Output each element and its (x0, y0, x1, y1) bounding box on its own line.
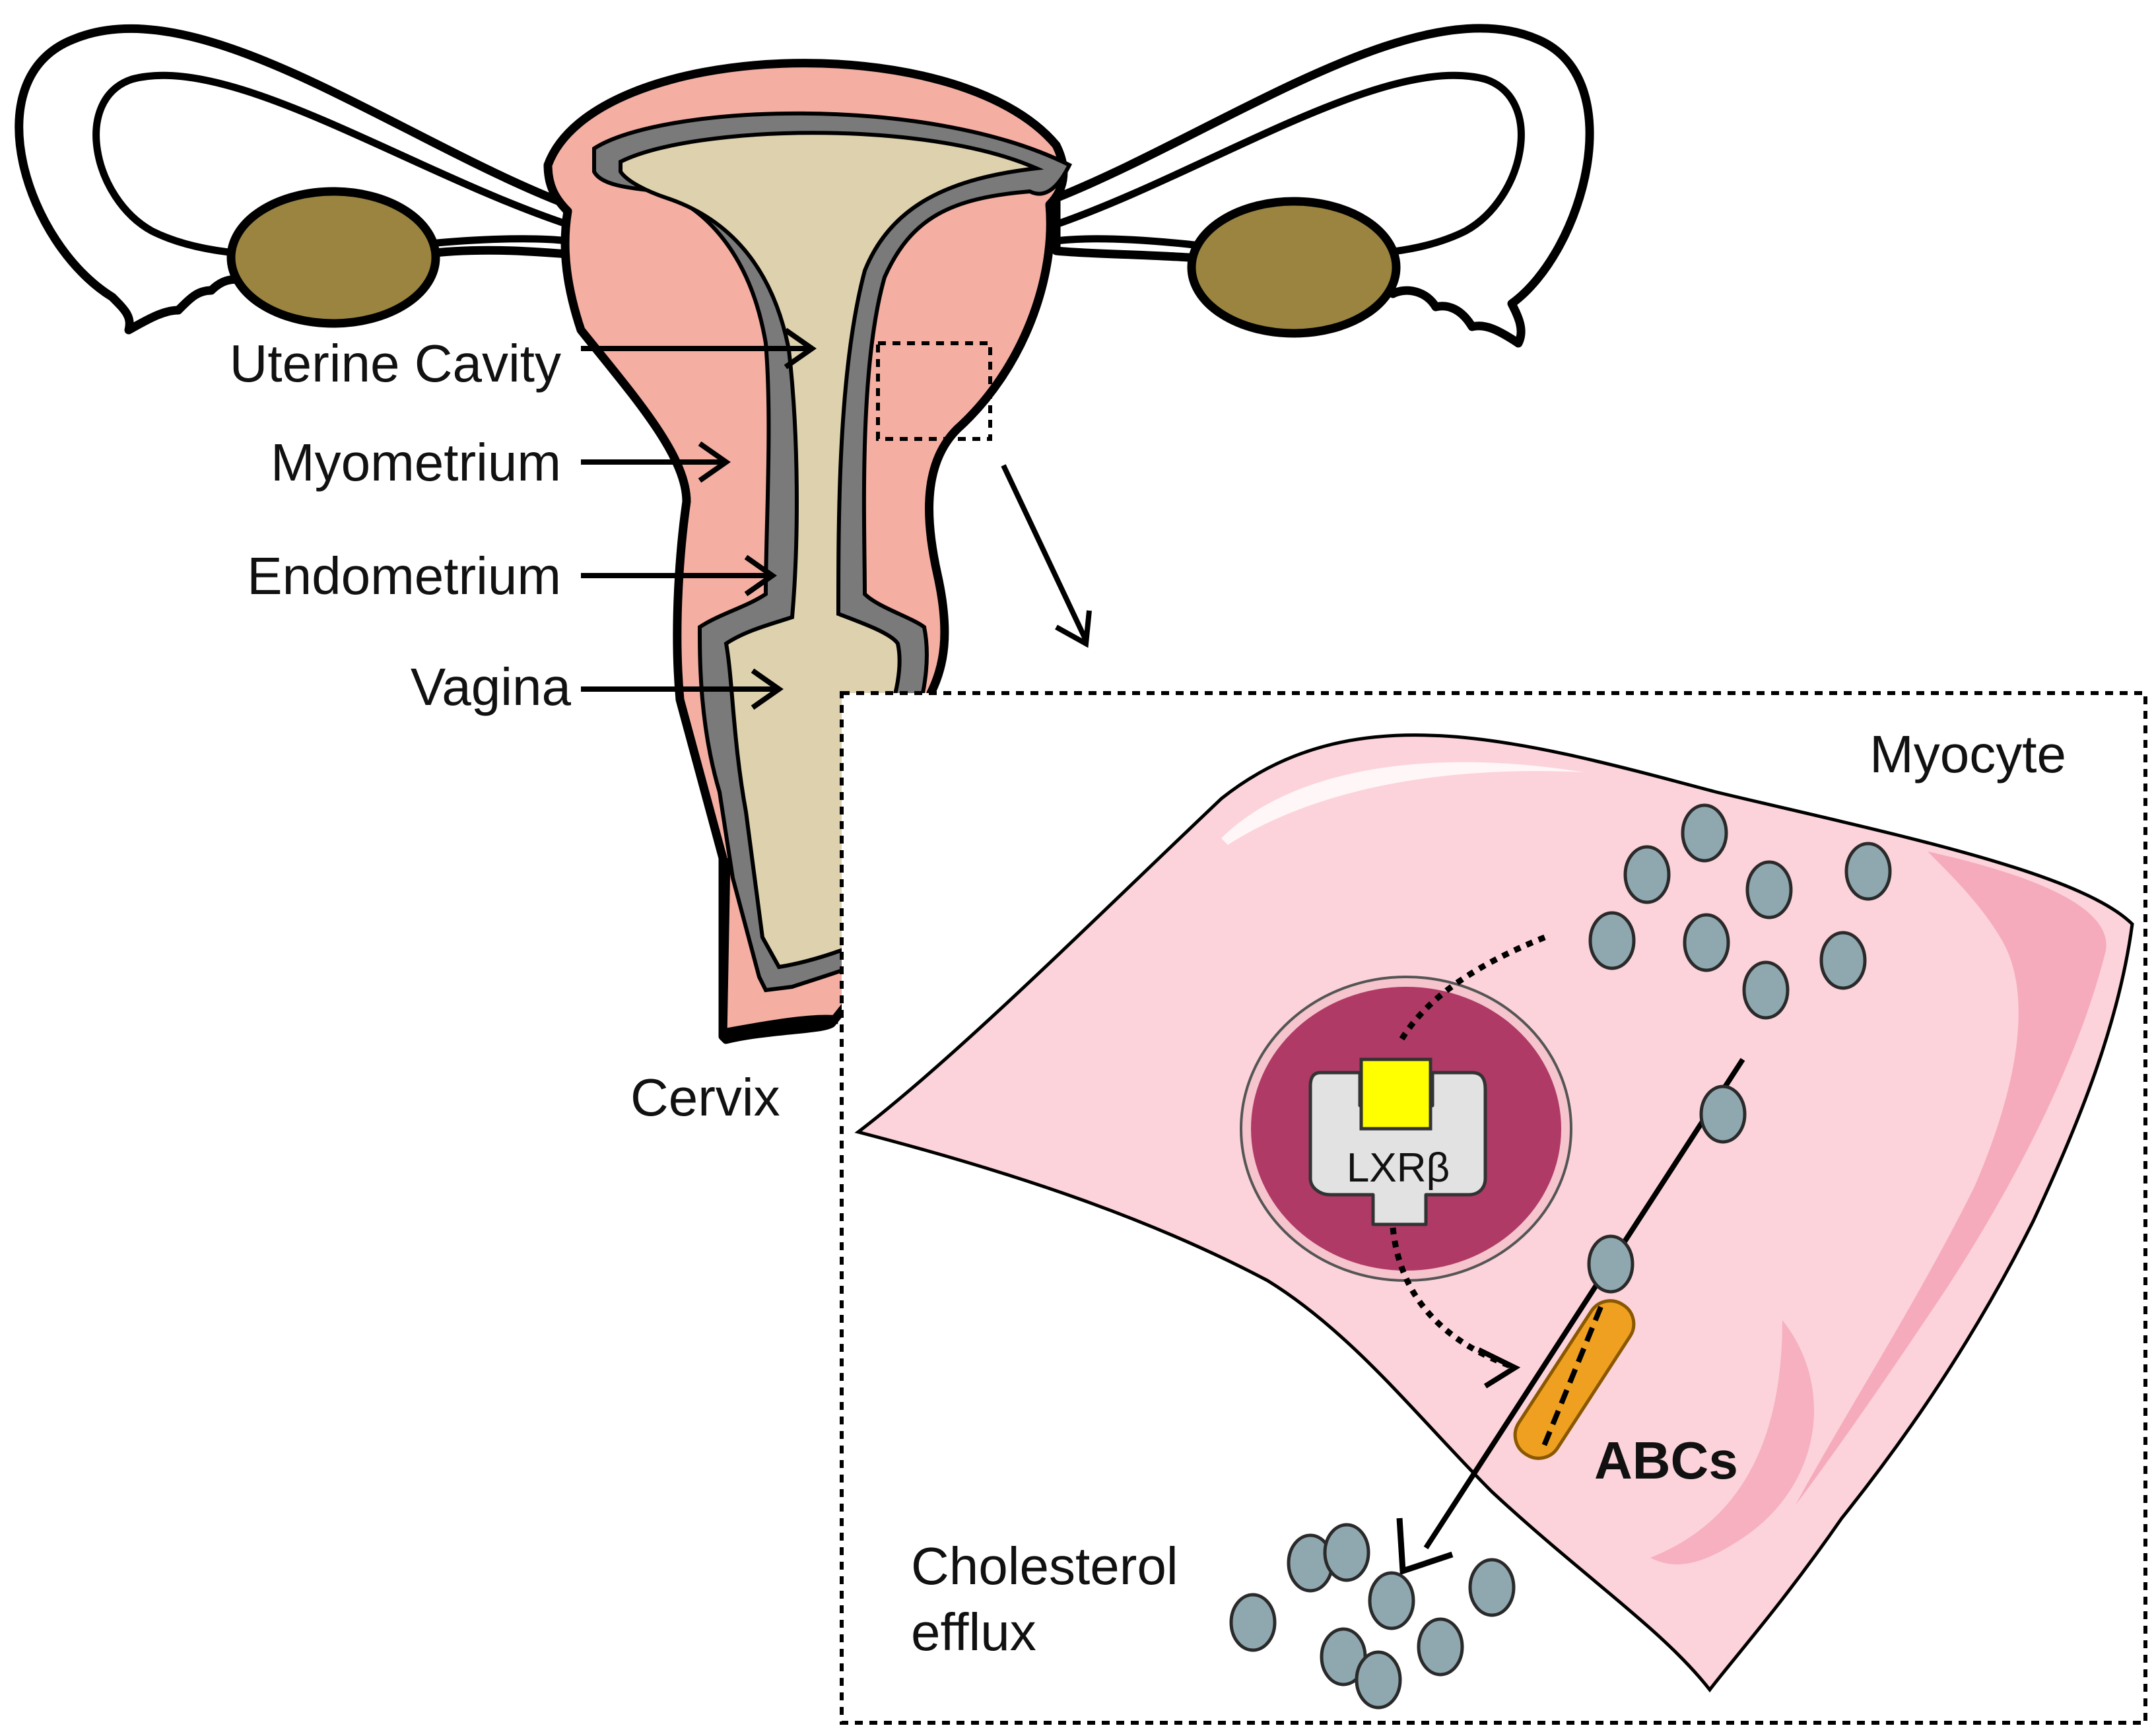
cholesterol-molecule (1819, 931, 1867, 990)
cholesterol-molecule (1587, 1234, 1634, 1294)
cervix-outline (718, 857, 839, 1038)
cholesterol-molecules (1229, 803, 1892, 1710)
cholesterol-molecule (1417, 1617, 1464, 1677)
label-efflux: efflux (911, 1603, 1036, 1661)
ligand-square (1359, 1057, 1432, 1131)
abc-transporter-channel (1513, 1299, 1636, 1460)
cholesterol-molecule (1229, 1593, 1277, 1652)
cholesterol-molecule (1681, 803, 1728, 863)
cholesterol-molecule (1355, 1650, 1402, 1710)
right-tube-lumen (1055, 71, 1525, 259)
label-uterine-cavity: Uterine Cavity (230, 334, 561, 393)
zoom-arrow (1001, 464, 1092, 648)
lxr-receptor: LXRβ (1308, 1057, 1487, 1226)
label-cervix: Cervix (630, 1068, 780, 1127)
label-cholesterol: Cholesterol (911, 1537, 1178, 1595)
abc-transporter-dash (1539, 1306, 1603, 1453)
lxr-receptor-label: LXRβ (1347, 1145, 1450, 1191)
lxr-receptor-shape (1308, 1071, 1487, 1226)
cholesterol-molecule (1745, 860, 1793, 919)
uterus-label-arrows (581, 327, 817, 710)
cholesterol-molecule (1742, 960, 1790, 1020)
myocyte-fold-highlight (1796, 851, 2106, 1505)
left-ovary (226, 187, 440, 328)
label-vagina: Vagina (411, 657, 572, 716)
efflux-path-line (1423, 1057, 1745, 1550)
cholesterol-molecule (1683, 913, 1730, 972)
activation-arrowhead (1477, 1347, 1521, 1389)
abc-transporter (1513, 1299, 1636, 1460)
zoom-region-box (876, 341, 992, 441)
dotted-uptake-arrow (1397, 934, 1546, 1045)
efflux-arrowhead (1396, 1517, 1454, 1576)
label-myocyte: Myocyte (1870, 725, 2066, 784)
cholesterol-molecule (1368, 1571, 1415, 1630)
myocyte-shine (1221, 762, 1584, 845)
label-abc-transporters: ABCs (1594, 1431, 1738, 1490)
cholesterol-molecule (1623, 845, 1671, 904)
cholesterol-molecule (1468, 1558, 1516, 1617)
label-myometrium: Myometrium (271, 433, 561, 492)
cholesterol-molecule (1844, 842, 1892, 901)
cholesterol-molecule (1588, 911, 1636, 970)
label-endometrium: Endometrium (247, 547, 561, 605)
cholesterol-molecule (1323, 1523, 1370, 1582)
cholesterol-molecule (1699, 1084, 1747, 1144)
myocyte-fold-lower (1650, 1320, 1814, 1564)
right-ovary (1187, 197, 1401, 338)
